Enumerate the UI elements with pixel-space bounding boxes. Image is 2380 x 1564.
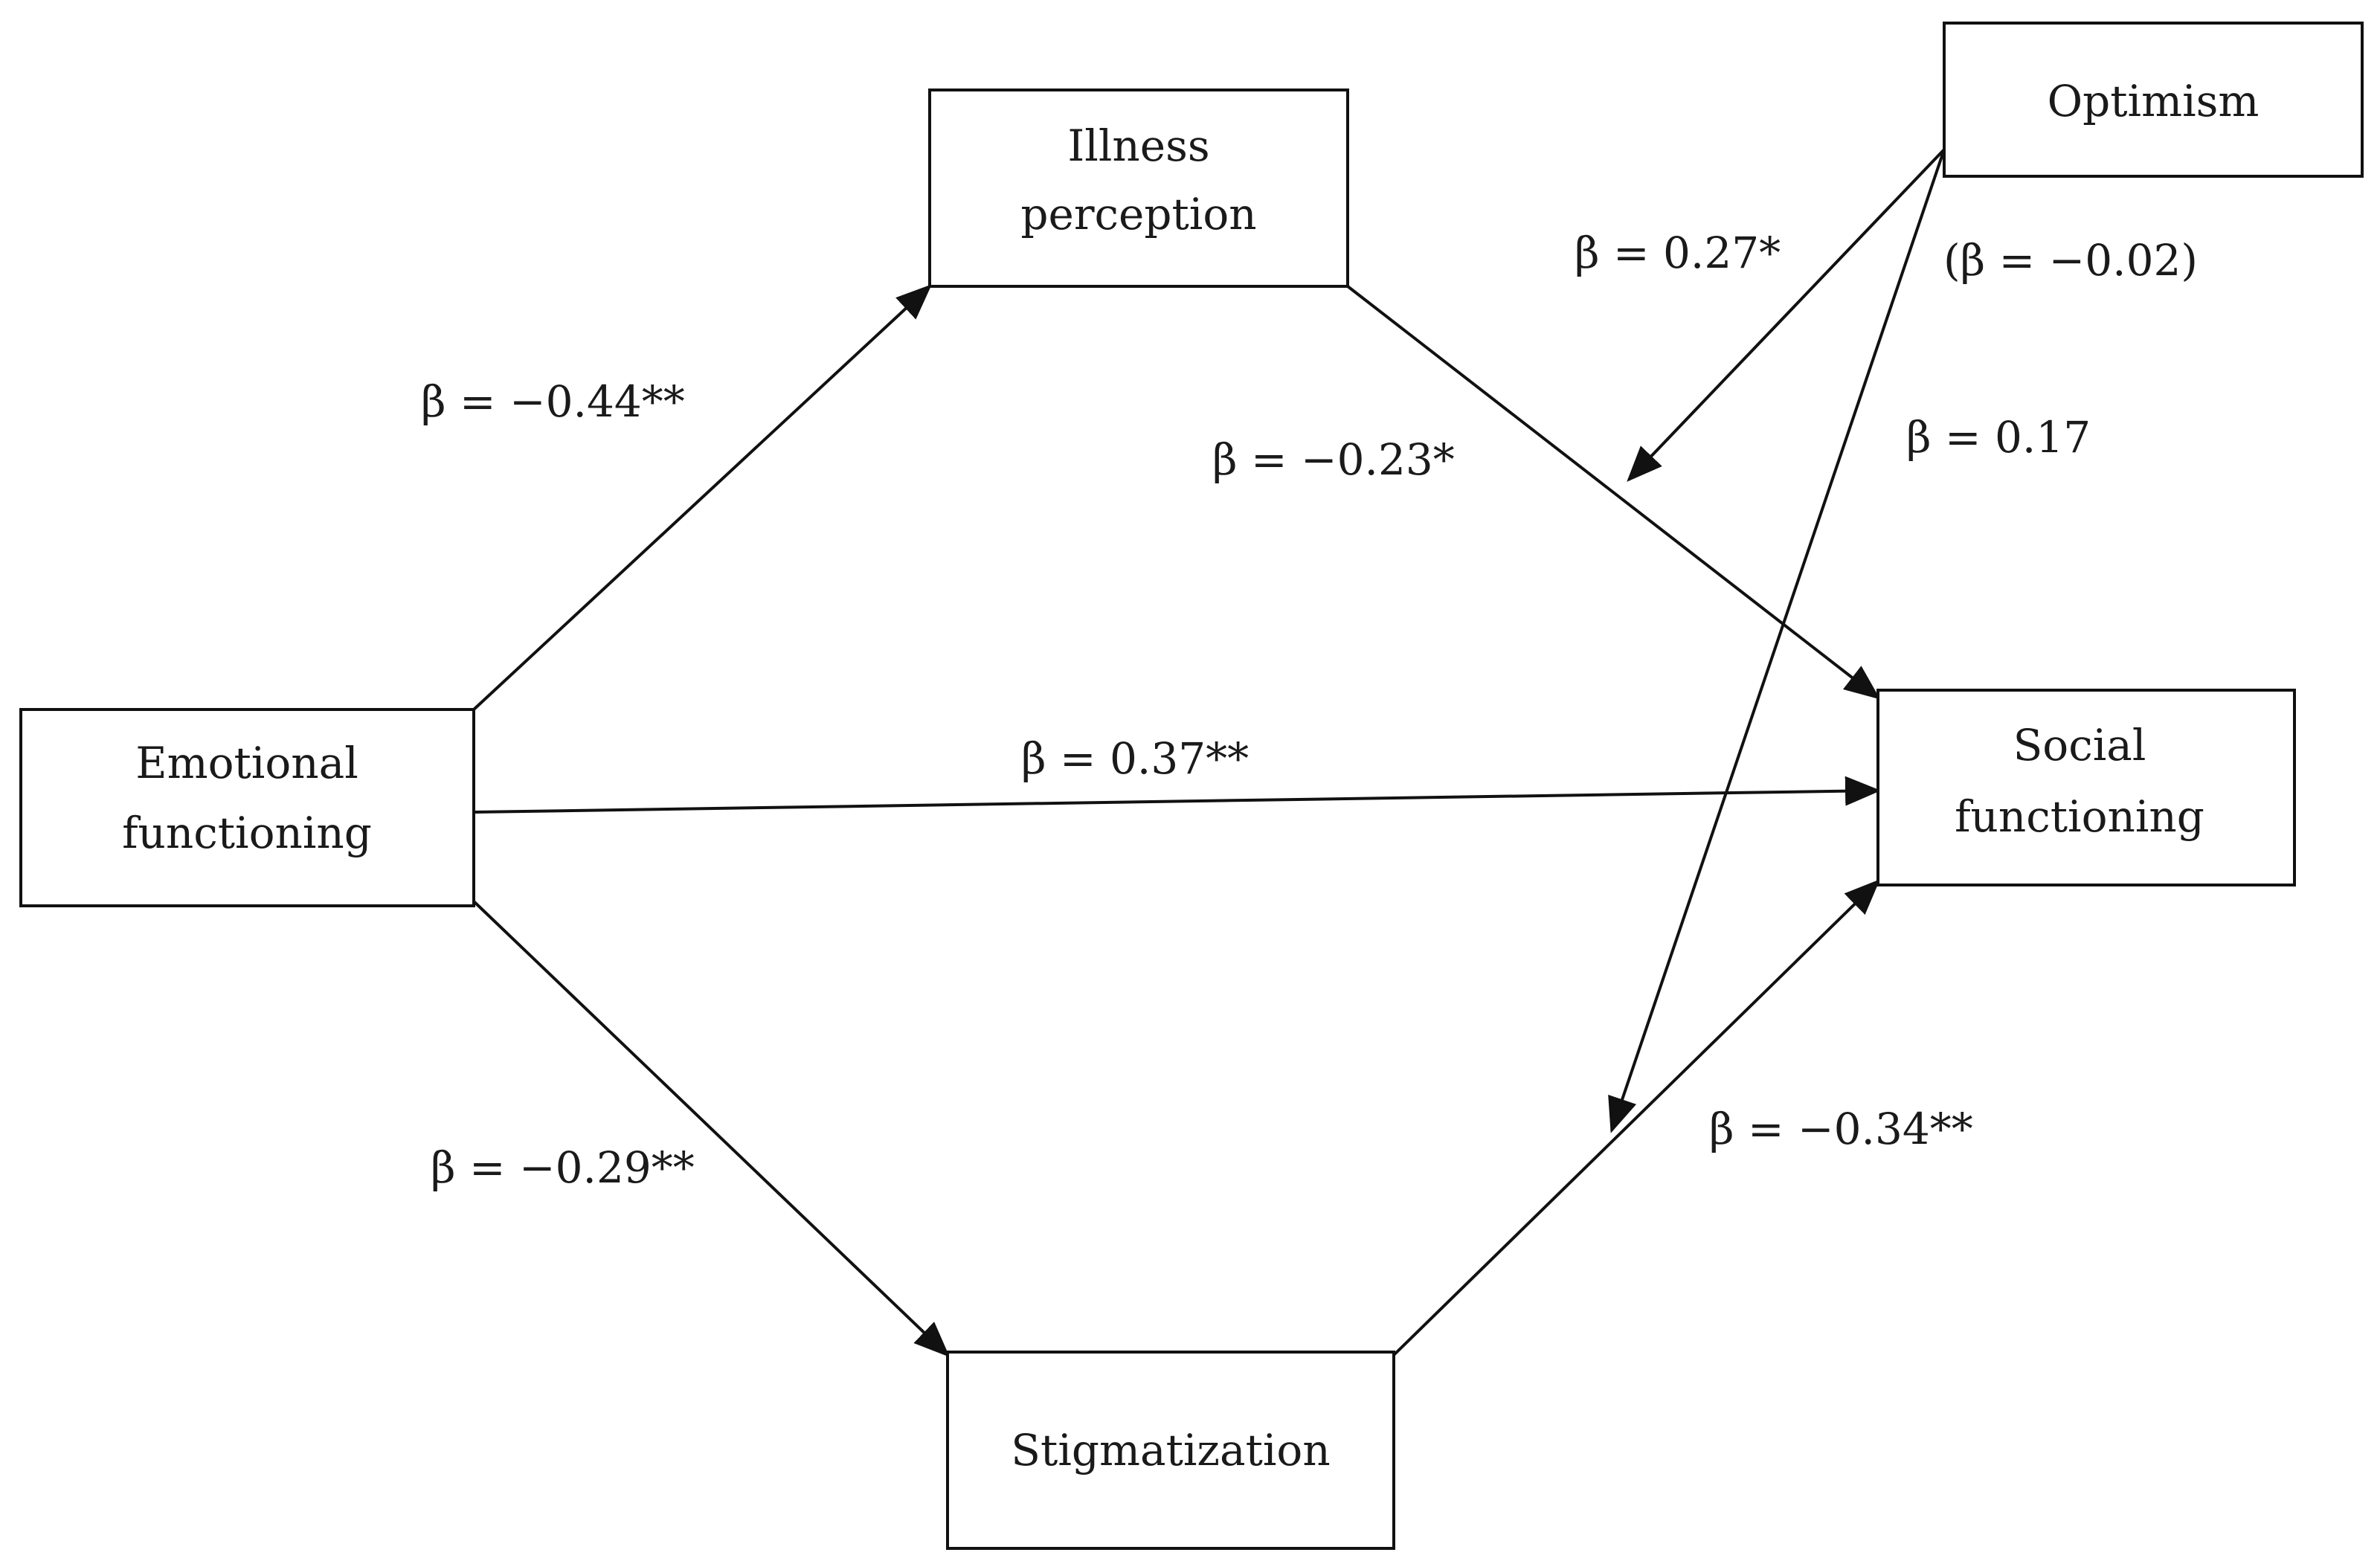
node-illness-perception-box bbox=[928, 89, 1349, 288]
node-illness-perception-label-line1: Illness bbox=[1067, 120, 1209, 171]
label-emotional-to-social: β = 0.37** bbox=[1021, 733, 1249, 784]
node-social-functioning: Social functioning bbox=[1876, 689, 2296, 886]
node-emotional-functioning-label-line1: Emotional bbox=[135, 738, 358, 788]
edges bbox=[472, 148, 1946, 1357]
node-stigmatization-label: Stigmatization bbox=[1011, 1425, 1330, 1475]
node-stigmatization-box bbox=[946, 1351, 1395, 1550]
edge-labels: β = −0.44** β = −0.23* β = 0.37** β = −0… bbox=[421, 228, 2198, 1193]
edge-optimism-to-illness-social bbox=[1627, 148, 1946, 482]
node-emotional-functioning: Emotional functioning bbox=[19, 708, 475, 907]
node-illness-perception-label-line2: perception bbox=[1020, 189, 1256, 239]
node-stigmatization: Stigmatization bbox=[946, 1351, 1395, 1550]
node-optimism-box bbox=[1943, 22, 2364, 178]
edge-emotional-to-social bbox=[473, 776, 1881, 814]
edge-optimism-to-stigma-social bbox=[1608, 149, 1946, 1133]
node-illness-perception: Illness perception bbox=[928, 89, 1349, 288]
node-social-functioning-label-line2: functioning bbox=[1955, 791, 2204, 842]
node-social-functioning-label-line1: Social bbox=[2013, 720, 2146, 770]
node-optimism: Optimism bbox=[1943, 22, 2364, 178]
node-optimism-label: Optimism bbox=[2048, 76, 2260, 126]
label-optimism-to-stigma-social: β = 0.17 bbox=[1906, 412, 2091, 463]
label-emotional-to-stigma: β = −0.29** bbox=[431, 1142, 695, 1193]
label-optimism-to-illness-social-alt: (β = −0.02) bbox=[1943, 235, 2198, 286]
node-emotional-functioning-label-line2: functioning bbox=[122, 808, 372, 858]
edge-emotional-to-stigma bbox=[472, 900, 950, 1357]
label-illness-to-social: β = −0.23* bbox=[1212, 434, 1455, 485]
node-emotional-functioning-box bbox=[19, 708, 475, 907]
label-emotional-to-illness: β = −0.44** bbox=[421, 376, 685, 427]
edge-illness-to-social bbox=[1346, 285, 1881, 700]
edge-emotional-to-illness bbox=[472, 284, 932, 711]
label-stigma-to-social: β = −0.34** bbox=[1709, 1104, 1973, 1154]
label-optimism-to-illness-social: β = 0.27* bbox=[1575, 228, 1781, 278]
node-social-functioning-box bbox=[1876, 689, 2296, 886]
